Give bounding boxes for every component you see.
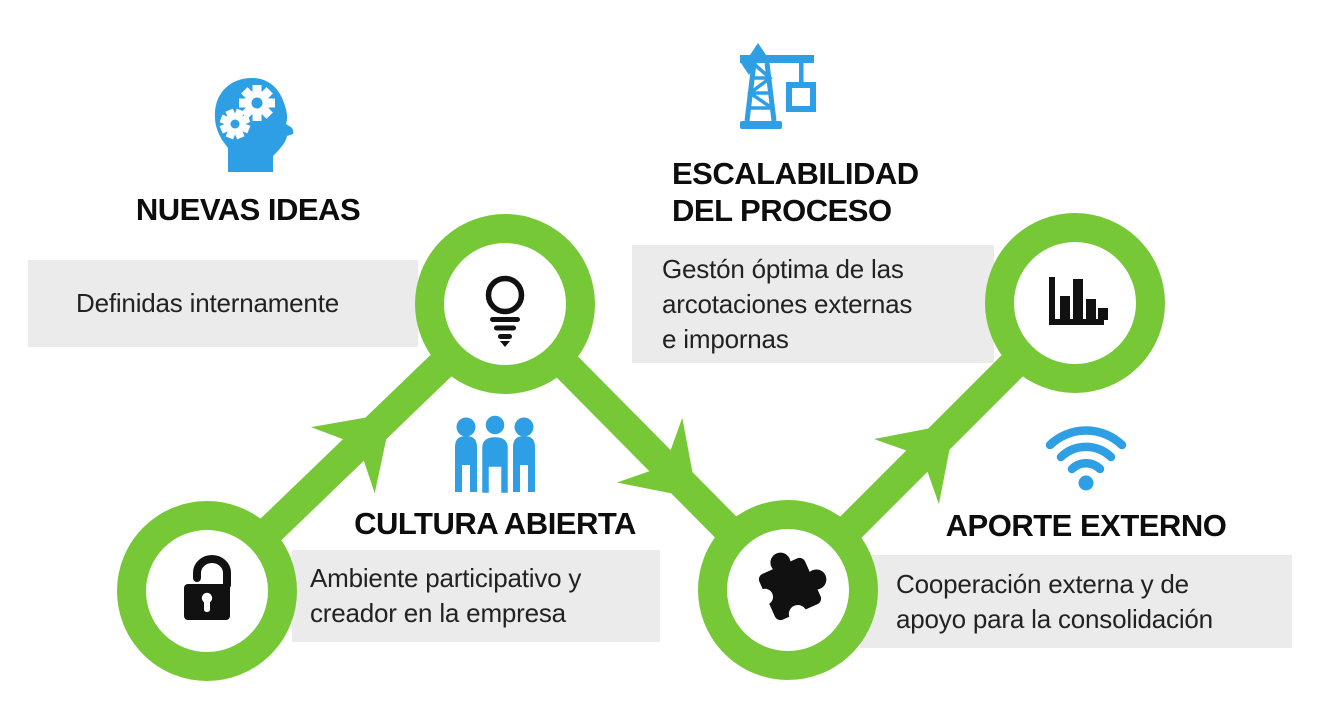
unlock-icon [184,555,231,620]
description-text: Cooperación externa y de apoyo para la c… [896,568,1213,634]
gear-small [219,108,251,140]
lightbulb-icon [485,275,525,347]
description-text: Gestón óptima de las arcotaciones extern… [662,253,913,354]
bar-chart-icon [1049,277,1108,325]
title-aporte-externo: APORTE EXTERNO [945,508,1227,543]
description-text: Ambiente participativo y creador en la e… [310,563,582,628]
node-ring-lightbulb [415,214,595,394]
description-box-aporte-externo: Cooperación externa y de apoyo para la c… [860,555,1292,648]
arrowhead-up-3 [873,423,955,505]
crane-icon [740,43,816,129]
node-ring-bar-chart [985,213,1165,393]
title-escalabilidad: ESCALABILIDAD DEL PROCESO [672,156,919,228]
arrowhead-up-1 [310,413,392,494]
node-ring-puzzle [698,500,878,680]
people-icon [455,413,535,496]
description-box-nuevas-ideas: Definidas internamente [28,260,418,347]
title-cultura-abierta: CULTURA ABIERTA [354,506,636,541]
gear-large [239,85,275,121]
wifi-icon [1045,426,1127,491]
description-box-cultura-abierta: Ambiente participativo y creador en la e… [292,550,660,642]
title-nuevas-ideas: NUEVAS IDEAS [135,192,361,227]
description-text: Definidas internamente [76,288,339,318]
description-box-escalabilidad: Gestón óptima de las arcotaciones extern… [632,245,994,363]
head-gears-icon [214,78,294,172]
node-ring-unlock [117,501,297,681]
puzzle-icon [757,552,827,623]
